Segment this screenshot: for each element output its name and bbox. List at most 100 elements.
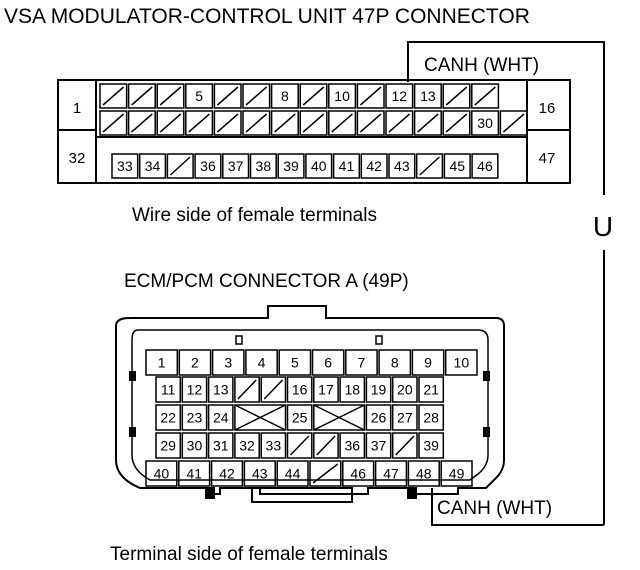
terminal-number: 27 [397,410,413,426]
vsa-terminal [127,110,156,136]
terminal-number: 30 [477,115,493,131]
vsa-terminal: 42 [360,153,388,179]
vsa-terminal [242,110,271,136]
vsa-view-caption: Wire side of female terminals [132,205,377,226]
ecm-terminal [309,460,342,487]
vsa-terminal [385,110,414,136]
blank-slot-mark [289,435,310,456]
terminal-number: 21 [423,382,439,398]
vsa-terminal [99,110,128,136]
terminal-number: 48 [416,466,432,482]
terminal-number: 8 [281,88,289,104]
vsa-terminal [442,110,471,136]
blank-slot-mark [216,86,239,106]
vsa-terminal [499,110,528,136]
ecm-canh-label: CANH (WHT) [437,498,553,519]
terminal-number: 47 [383,466,399,482]
terminal-number: 29 [160,438,176,454]
ecm-terminal: 43 [243,460,276,487]
terminal-number: 41 [339,158,355,174]
ecm-terminal: 33 [260,432,287,459]
terminal-number: 3 [224,355,232,371]
terminal-number: 40 [311,158,327,174]
terminal-number: 9 [424,355,432,371]
terminal-number: 13 [420,88,436,104]
blank-slot-mark [159,86,182,106]
terminal-number: 33 [266,438,282,454]
vsa-terminal [299,110,328,136]
terminal-number: 10 [334,88,350,104]
ecm-terminal: 9 [411,349,445,376]
terminal-number: 8 [391,355,399,371]
vsa-terminal [156,110,185,136]
terminal-number: 2 [191,355,199,371]
terminal-number: 17 [318,382,334,398]
ecm-terminal: 10 [444,349,478,376]
blank-slot-mark [237,379,257,400]
ecm-blocked-slot [234,404,287,431]
terminal-number: 39 [283,158,299,174]
terminal-number: 23 [187,410,203,426]
blank-slot-mark [417,113,439,133]
terminal-number: 31 [213,438,229,454]
vsa-terminal [127,83,156,109]
ecm-terminal: 22 [155,404,182,431]
ecm-terminal: 24 [207,404,234,431]
ecm-terminal: 6 [311,349,345,376]
blank-slot-mark [245,86,268,106]
ecm-terminal [313,432,339,459]
ecm-terminal: 8 [378,349,412,376]
blank-slot-mark [131,86,153,106]
vsa-terminal [270,110,299,136]
terminal-number: 41 [186,466,202,482]
vsa-terminal [413,110,442,136]
vsa-terminal [442,83,471,109]
ecm-terminal: 1 [145,349,179,376]
ecm-terminal: 26 [365,404,392,431]
vsa-connector-body [57,79,571,184]
ecm-terminal: 31 [207,432,234,459]
vsa-terminal: 38 [249,153,277,179]
blank-slot-mark [131,113,153,133]
ecm-terminal: 32 [234,432,260,459]
link-symbol: U [593,211,613,242]
ecm-terminal: 18 [339,376,366,403]
terminal-number: 26 [371,410,387,426]
ecm-terminal: 17 [313,376,339,403]
terminal-number: 49 [449,466,465,482]
blank-slot-mark [102,113,125,133]
terminal-number: 22 [160,410,176,426]
vsa-terminal: 33 [111,153,139,179]
terminal-number: 39 [423,438,439,454]
vsa-terminal [328,110,357,136]
vsa-terminal: 12 [385,83,414,109]
terminal-number: 34 [145,158,161,174]
vsa-terminal [213,110,242,136]
vsa-terminal: 13 [413,83,442,109]
blank-slot-mark [445,86,468,106]
terminal-number: 36 [200,158,216,174]
terminal-number: 30 [187,438,203,454]
vsa-terminal: 37 [222,153,250,179]
blank-slot-mark [388,113,411,133]
ecm-terminal: 49 [440,460,473,487]
vsa-end-labels: 1 16 32 47 [69,100,556,167]
ecm-terminal: 25 [286,404,313,431]
vsa-terminal [242,83,271,109]
terminal-number: 42 [366,158,382,174]
ecm-connector-title: ECM/PCM CONNECTOR A (49P) [124,271,409,292]
ecm-terminal: 4 [245,349,278,376]
terminal-number: 46 [350,466,366,482]
blank-slot-mark [474,86,496,106]
ecm-terminal: 36 [339,432,366,459]
ecm-terminal [234,376,260,403]
ecm-terminal: 11 [155,376,182,403]
ecm-view-caption: Terminal side of female terminals [110,544,388,565]
vsa-terminal [166,153,194,179]
vsa-terminal: 45 [443,153,471,179]
vsa-terminal [156,83,185,109]
blank-slot-mark [359,113,382,133]
vsa-terminal: 10 [328,83,357,109]
